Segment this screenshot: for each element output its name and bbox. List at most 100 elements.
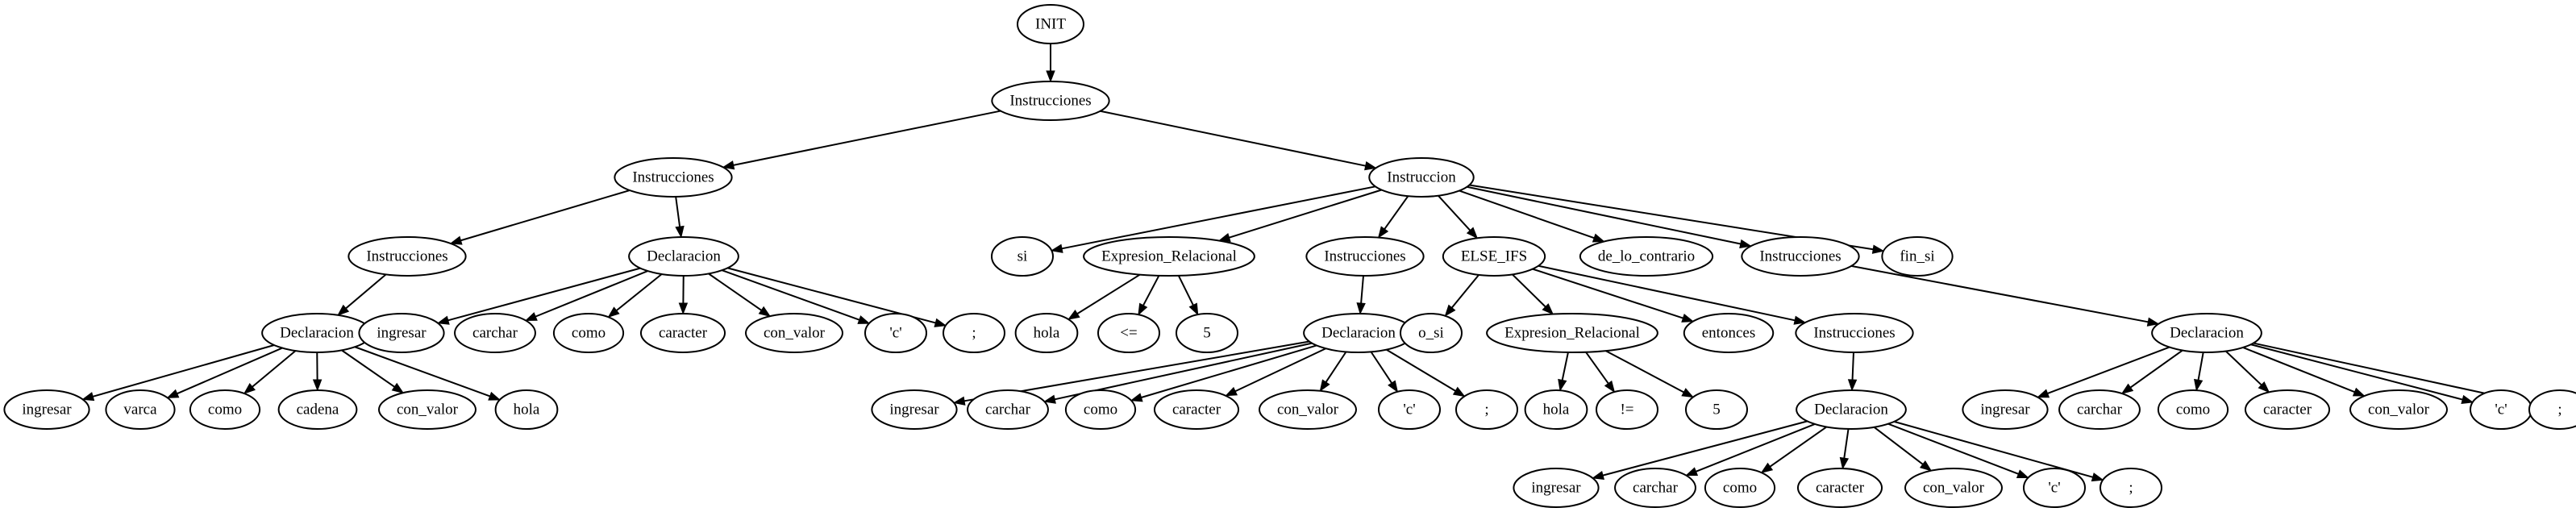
node-label: ingresar bbox=[1980, 402, 2030, 418]
node-label: caracter bbox=[1172, 402, 1221, 418]
node-label: carchar bbox=[2077, 402, 2123, 418]
node-label: hola bbox=[1034, 325, 1060, 342]
node-ellipse bbox=[277, 389, 358, 430]
tree-node-c: 'c' bbox=[864, 313, 927, 353]
edge-line bbox=[460, 189, 630, 242]
node-label: Declaracion bbox=[647, 248, 721, 265]
node-ellipse bbox=[347, 236, 467, 277]
node-label: carchar bbox=[472, 325, 518, 342]
edge-line bbox=[1325, 351, 1347, 383]
edge-line bbox=[447, 267, 641, 322]
edge-arrowhead bbox=[391, 382, 405, 394]
tree-edge bbox=[1558, 352, 1569, 392]
node-ellipse bbox=[1259, 389, 1357, 430]
node-ellipse bbox=[1614, 468, 1696, 508]
tree-node-symbol: ; bbox=[943, 313, 1005, 353]
node-label: 'c' bbox=[1403, 402, 1415, 418]
node-ellipse bbox=[1368, 157, 1475, 198]
edge-arrowhead bbox=[1319, 379, 1330, 392]
node-label: Instrucciones bbox=[1009, 93, 1091, 110]
node-ellipse bbox=[1596, 389, 1658, 430]
tree-node-con-valor: con_valor bbox=[378, 389, 476, 430]
tree-node-fin-si: fin_si bbox=[1881, 236, 1954, 277]
edge-line bbox=[1696, 423, 1816, 472]
edge-line bbox=[1061, 185, 1376, 250]
node-label: caracter bbox=[2263, 402, 2312, 418]
tree-edge bbox=[1850, 264, 2160, 327]
node-ellipse bbox=[1904, 468, 2003, 508]
edge-arrowhead bbox=[2120, 383, 2134, 394]
edge-line bbox=[1141, 344, 1317, 398]
edge-arrowhead bbox=[2352, 387, 2366, 397]
tree-edge bbox=[1893, 420, 2104, 482]
tree-node-ingresar: ingresar bbox=[358, 313, 445, 353]
tree-node-con-valor: con_valor bbox=[2349, 389, 2448, 430]
edge-arrowhead bbox=[2258, 381, 2270, 393]
tree-edge bbox=[1873, 426, 1933, 472]
edge-line bbox=[2250, 343, 2463, 401]
node-ellipse bbox=[1524, 389, 1588, 430]
edge-arrowhead bbox=[1046, 70, 1055, 83]
tree-edge bbox=[1685, 423, 1816, 477]
edge-arrowhead bbox=[1356, 302, 1366, 315]
edge-line bbox=[1100, 110, 1366, 167]
node-ellipse bbox=[1795, 313, 1914, 353]
node-label: varca bbox=[123, 402, 157, 418]
node-ellipse bbox=[2151, 313, 2262, 353]
node-ellipse bbox=[991, 81, 1110, 121]
edge-arrowhead bbox=[1377, 226, 1389, 239]
tree-edge bbox=[1585, 352, 1616, 393]
edge-line bbox=[2224, 350, 2262, 386]
node-ellipse bbox=[1014, 313, 1079, 353]
node-ellipse bbox=[454, 313, 536, 353]
tree-edge bbox=[1467, 185, 1752, 249]
node-label: ingresar bbox=[377, 325, 427, 342]
node-ellipse bbox=[2058, 389, 2141, 430]
tree-edge bbox=[1138, 275, 1160, 316]
node-ellipse bbox=[1305, 236, 1425, 277]
node-label: como bbox=[2176, 402, 2210, 418]
tree-node-instrucciones: Instrucciones bbox=[991, 81, 1110, 121]
tree-edge bbox=[722, 110, 1001, 170]
node-label: de_lo_contrario bbox=[1598, 248, 1695, 265]
edge-line bbox=[708, 273, 762, 311]
node-ellipse bbox=[189, 389, 261, 430]
tree-edge bbox=[1377, 195, 1409, 239]
edge-line bbox=[1076, 273, 1141, 314]
edge-arrowhead bbox=[337, 304, 350, 316]
edge-arrowhead bbox=[2146, 317, 2160, 327]
tree-node-symbol: ; bbox=[1455, 389, 1518, 430]
tree-node-caracter: caracter bbox=[2244, 389, 2331, 430]
tree-node-c: 'c' bbox=[2023, 468, 2086, 508]
node-ellipse bbox=[1017, 4, 1084, 44]
edge-line bbox=[722, 269, 860, 321]
edge-arrowhead bbox=[1760, 462, 1774, 473]
edge-line bbox=[92, 344, 275, 398]
tree-node-de-lo-contrario: de_lo_contrario bbox=[1579, 236, 1714, 277]
edge-line bbox=[1873, 426, 1924, 465]
tree-edge bbox=[678, 275, 689, 315]
edge-line bbox=[354, 346, 491, 398]
node-ellipse bbox=[552, 313, 625, 353]
tree-edge bbox=[1438, 195, 1479, 239]
tree-node-como: como bbox=[552, 313, 625, 353]
node-label: caracter bbox=[659, 325, 708, 342]
node-ellipse bbox=[1513, 468, 1600, 508]
node-label: ingresar bbox=[889, 402, 939, 418]
tree-nodes: INITInstruccionesInstruccionesInstruccio… bbox=[3, 4, 2576, 508]
tree-edge bbox=[449, 189, 630, 245]
edge-arrowhead bbox=[1592, 470, 1605, 481]
node-ellipse bbox=[1741, 236, 1860, 277]
edge-arrowhead bbox=[2016, 469, 2029, 479]
node-label: Instrucciones bbox=[1324, 248, 1405, 265]
tree-node-instrucciones: Instrucciones bbox=[614, 157, 733, 198]
tree-node-symbol: ; bbox=[2528, 389, 2576, 430]
node-label: Instrucciones bbox=[1813, 325, 1895, 342]
tree-edge bbox=[1592, 420, 1808, 481]
node-label: != bbox=[1620, 402, 1633, 418]
node-ellipse bbox=[943, 313, 1005, 353]
node-label: Instruccion bbox=[1387, 169, 1456, 186]
edge-arrowhead bbox=[934, 318, 947, 327]
tree-node-instrucciones: Instrucciones bbox=[1741, 236, 1860, 277]
node-ellipse bbox=[1486, 313, 1658, 353]
